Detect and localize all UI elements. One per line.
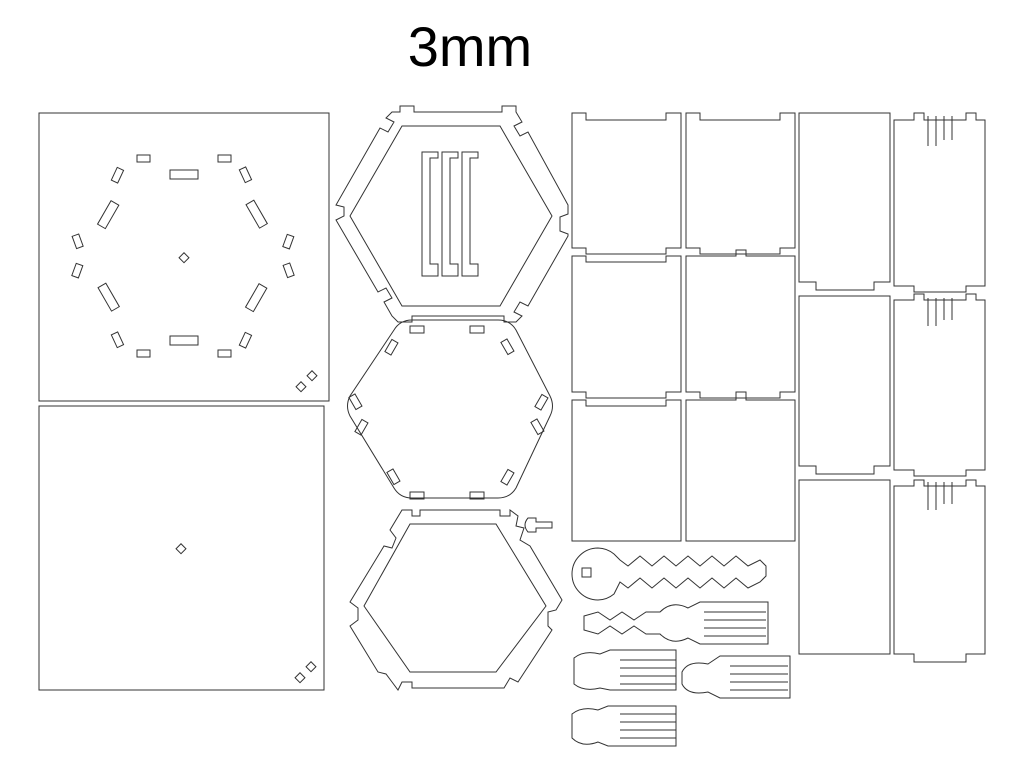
wall-panels-grid [571, 112, 986, 663]
hexagon-plate-middle [347, 319, 553, 500]
square-panel-top [38, 112, 330, 402]
material-thickness-title: 3mm [407, 15, 533, 78]
pin-part [524, 517, 553, 533]
hexagon-frame-bottom [349, 509, 563, 691]
square-panel-bottom [38, 405, 325, 691]
key-parts [571, 547, 791, 747]
hexagon-frame-top [335, 105, 569, 323]
